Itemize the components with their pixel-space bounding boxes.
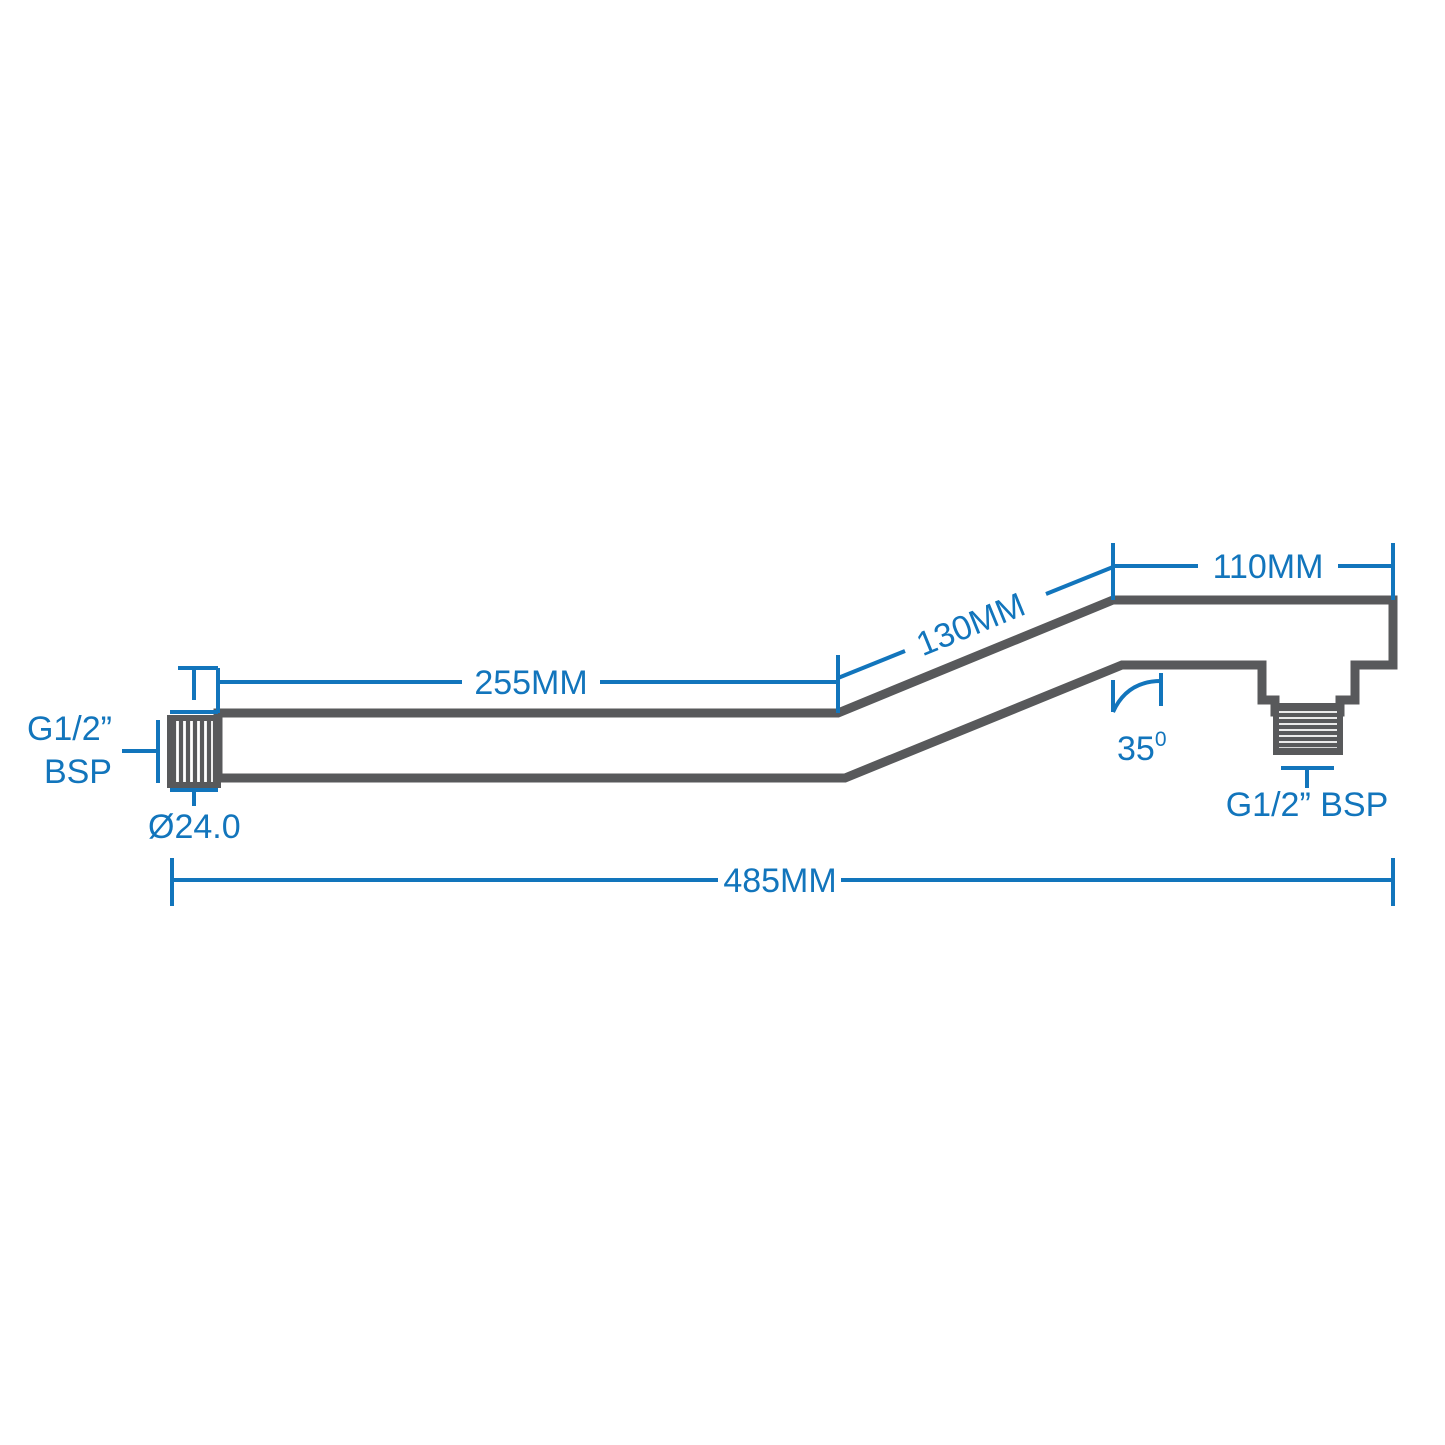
dimension-label-bend-angle: 350 [1117,728,1167,768]
inlet-thread-crests [171,720,218,783]
dimension-485mm [170,858,1395,906]
label-outlet-thread-spec: G1/2” BSP [1226,786,1389,824]
dimension-label-inlet-diameter: Ø24.0 [148,808,241,846]
dim-line-130-a [837,649,906,680]
label-inlet-thread-spec: G1/2” [27,710,112,748]
dimension-outlet-thread [1281,766,1334,788]
dimension-bend-angle [1111,673,1163,713]
label-inlet-thread-spec-line2: BSP [44,753,112,791]
dimension-255mm [216,655,840,713]
outlet-thread-crests [1278,706,1338,753]
outlet-thread-assembly [1273,703,1343,755]
dimension-label-255mm: 255MM [474,664,587,702]
angle-arc [1111,679,1162,713]
dimension-label-485mm: 485MM [723,862,836,900]
angle-degree-symbol: 0 [1155,728,1167,751]
dimension-inlet-thread [122,720,160,783]
angle-value: 35 [1117,730,1155,768]
inlet-thread-assembly [167,715,221,788]
dimension-inlet-diameter [170,666,218,806]
dimension-label-110mm: 110MM [1213,548,1324,586]
dim-line-130-b [1045,565,1114,596]
